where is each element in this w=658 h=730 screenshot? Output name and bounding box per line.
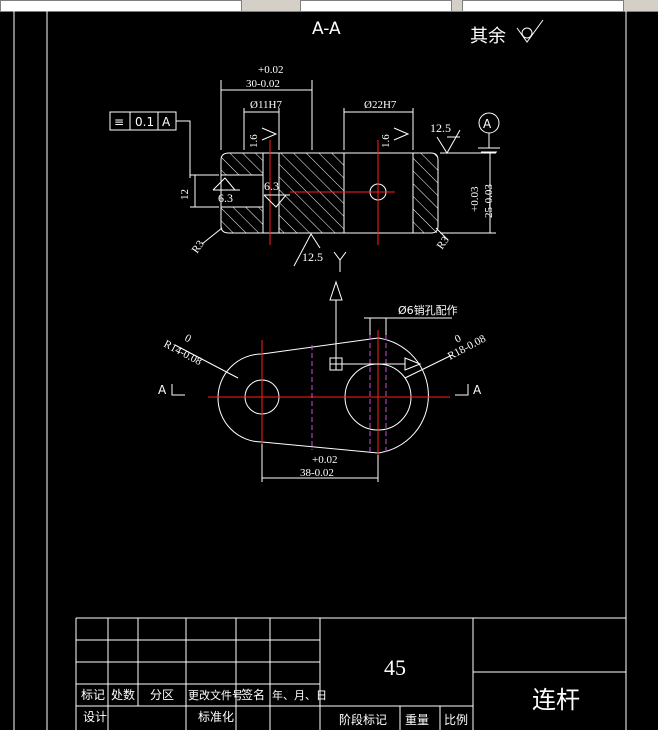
section-marker-left: A bbox=[158, 383, 167, 397]
row-design: 设计 bbox=[83, 710, 107, 724]
toolbar-field[interactable] bbox=[300, 0, 452, 12]
roughness-16-right: 1.6 bbox=[380, 134, 392, 148]
dim-hole-22: Ø22H7 bbox=[364, 99, 397, 111]
roughness-other-symbol bbox=[516, 19, 544, 43]
dim-r18-tol: 0 bbox=[453, 332, 464, 345]
roughness-125-right: 12.5 bbox=[430, 121, 451, 135]
roughness-63-left: 6.3 bbox=[218, 191, 233, 205]
header-date: 年、月、日 bbox=[272, 688, 327, 702]
toolbar-strip bbox=[0, 0, 658, 12]
dim-r14-tol: 0 bbox=[183, 332, 194, 345]
section-marker-right: A bbox=[473, 383, 482, 397]
dim-width-tol: +0.02 bbox=[258, 64, 283, 76]
tolerance-symbol: ≡ bbox=[114, 115, 124, 129]
dim-center-tol: +0.02 bbox=[312, 454, 337, 466]
row-standardization: 标准化 bbox=[198, 710, 234, 724]
scale-label: 比例 bbox=[444, 713, 468, 727]
toolbar-field[interactable] bbox=[0, 0, 242, 12]
datum-bubble: A bbox=[483, 117, 492, 131]
part-name: 连杆 bbox=[532, 686, 580, 714]
dim-height: 25-0.03 bbox=[483, 184, 495, 218]
plan-view: Ø6销孔配作 0 R14-0.08 0 R18-0.08 A A +0.02 3… bbox=[158, 280, 488, 482]
dim-r3-right: R3 bbox=[435, 234, 452, 252]
tolerance-frame: ≡ 0.1 A bbox=[109, 111, 191, 178]
tolerance-value: 0.1 bbox=[135, 115, 154, 129]
section-title: A-A bbox=[312, 19, 341, 39]
dim-center: 38-0.02 bbox=[300, 467, 334, 479]
weight-label: 重量 bbox=[405, 713, 429, 727]
dim-height-tol: +0.03 bbox=[469, 186, 481, 212]
dim-height-12: 12 bbox=[179, 189, 191, 200]
header-count: 处数 bbox=[111, 687, 135, 702]
material-label: 45 bbox=[384, 655, 406, 680]
stage-mark-label: 阶段标记 bbox=[339, 712, 387, 727]
header-zone: 分区 bbox=[150, 688, 174, 702]
pin-hole-note: Ø6销孔配作 bbox=[398, 303, 458, 317]
header-mark: 标记 bbox=[81, 688, 105, 702]
roughness-other-label: 其余 bbox=[470, 26, 506, 47]
roughness-125-bottom: 12.5 bbox=[302, 250, 323, 264]
header-signature: 签名 bbox=[241, 687, 265, 702]
dim-width: 30-0.02 bbox=[246, 78, 280, 90]
section-view: +0.02 30-0.02 Ø11H7 1.6 Ø22H7 1.6 12.5 A bbox=[109, 64, 500, 272]
drawing-frame bbox=[13, 11, 627, 730]
roughness-63-center: 6.3 bbox=[264, 179, 279, 193]
tolerance-datum: A bbox=[162, 115, 171, 129]
toolbar-field[interactable] bbox=[462, 0, 624, 12]
roughness-16-left: 1.6 bbox=[248, 134, 260, 148]
dim-r18: R18-0.08 bbox=[446, 332, 488, 362]
dim-r3-left: R3 bbox=[190, 238, 207, 256]
header-change-doc: 更改文件号 bbox=[188, 688, 243, 702]
title-block: 标记 处数 分区 更改文件号 签名 年、月、日 设计 标准化 45 连杆 阶段标… bbox=[75, 617, 626, 730]
dim-hole-11: Ø11H7 bbox=[250, 99, 282, 111]
